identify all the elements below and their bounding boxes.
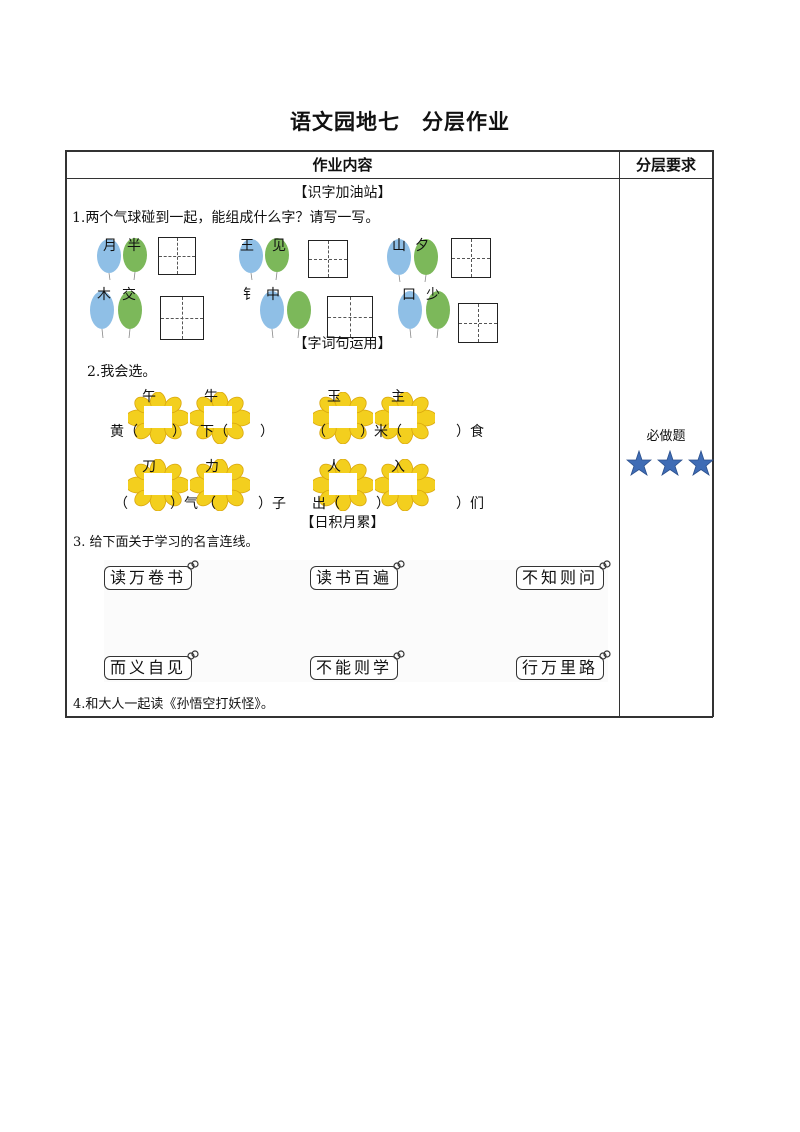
balloon-char: 王 [240, 238, 254, 254]
flower-char: 主 [391, 389, 405, 405]
fill-text: ） [260, 424, 274, 440]
flower-icon [128, 392, 188, 444]
balloon-icon [239, 238, 289, 280]
proverb-card-bottom[interactable]: 行万里路 [516, 650, 611, 680]
balloon-char: 月 [103, 238, 117, 254]
balloon-char: 钅 [243, 287, 257, 303]
balloon-char: 中 [266, 287, 280, 303]
fill-text: （ [114, 496, 128, 512]
flower-char: 牛 [204, 389, 218, 405]
flower-char: 入 [391, 459, 405, 475]
balloon-char: 见 [272, 238, 286, 254]
balloon-char: 山 [392, 238, 406, 254]
proverb-card-bottom[interactable]: 不能则学 [310, 650, 405, 680]
fill-text: ）米（ [360, 424, 402, 440]
fill-text: ）们 [456, 496, 484, 512]
fill-text: 黄（ [110, 424, 138, 440]
star-icon [626, 450, 652, 476]
question-4-prompt: 4.和大人一起读《孙悟空打妖怪》。 [73, 697, 274, 712]
balloon-char: 少 [426, 287, 440, 303]
flower-icon [190, 392, 250, 444]
balloon-icon [398, 291, 450, 338]
flower-icon [190, 459, 250, 511]
fill-text: ）食 [456, 424, 484, 440]
star-icon [688, 450, 715, 476]
fill-text: （ [312, 424, 326, 440]
section-heading-3: 【日积月累】 [300, 515, 385, 531]
flower-icon [128, 459, 188, 511]
answer-box[interactable] [327, 296, 373, 338]
header-content: 作业内容 [312, 156, 373, 174]
balloon-icon [97, 238, 147, 280]
section-heading-2: 【字词句运用】 [293, 336, 392, 352]
balloon-char: 口 [402, 287, 416, 303]
answer-box[interactable] [160, 296, 204, 340]
header-level: 分层要求 [635, 156, 696, 174]
balloon-char: 半 [127, 238, 141, 254]
flower-char: 午 [142, 389, 156, 405]
fill-text: ）气 [170, 496, 198, 512]
proverb-card-top[interactable]: 不知则问 [516, 560, 611, 590]
section-heading-1: 【识字加油站】 [293, 185, 392, 201]
answer-box[interactable] [158, 237, 196, 275]
flower-char: 玉 [327, 389, 341, 405]
balloon-char: 木 [97, 287, 111, 303]
balloon-char: 夕 [415, 238, 429, 254]
ribbon-knot-icon [599, 650, 611, 660]
question-1-prompt: 1.两个气球碰到一起，能组成什么字？请写一写。 [72, 210, 380, 226]
ribbon-knot-icon [393, 650, 405, 660]
balloon-icon [90, 291, 142, 338]
ribbon-knot-icon [187, 560, 199, 570]
balloon-icon [260, 291, 311, 338]
fill-text: （ [202, 496, 216, 512]
answer-box[interactable] [308, 240, 348, 278]
balloon-icon [387, 239, 438, 282]
answer-box[interactable] [451, 238, 491, 278]
page-title: 语文园地七 分层作业 [290, 110, 510, 134]
flower-char: 人 [327, 459, 341, 475]
balloon-char: 交 [122, 287, 136, 303]
proverb-card-top[interactable]: 读书百遍 [310, 560, 405, 590]
flower-icon [313, 392, 373, 444]
fill-text: ）子 [258, 496, 286, 512]
level-label: 必做题 [646, 429, 686, 444]
proverb-card-top[interactable]: 读万卷书 [104, 560, 199, 590]
flower-icon [313, 459, 373, 511]
fill-text: ） [376, 496, 390, 512]
question-2-prompt: 2.我会选。 [87, 364, 157, 380]
question-3-prompt: 3. 给下面关于学习的名言连线。 [73, 535, 259, 550]
fill-text: ） [172, 424, 186, 440]
flower-icon [375, 459, 435, 511]
fill-text: 下（ [200, 424, 228, 440]
flower-char: 力 [205, 459, 219, 475]
ribbon-knot-icon [599, 560, 611, 570]
fill-text: 出（ [312, 496, 340, 512]
difficulty-stars [626, 450, 715, 480]
flower-char: 刀 [142, 459, 156, 475]
flower-icon [375, 392, 435, 444]
proverb-card-bottom[interactable]: 而义自见 [104, 650, 199, 680]
ribbon-knot-icon [187, 650, 199, 660]
ribbon-knot-icon [393, 560, 405, 570]
star-icon [657, 450, 684, 476]
answer-box[interactable] [458, 303, 498, 343]
